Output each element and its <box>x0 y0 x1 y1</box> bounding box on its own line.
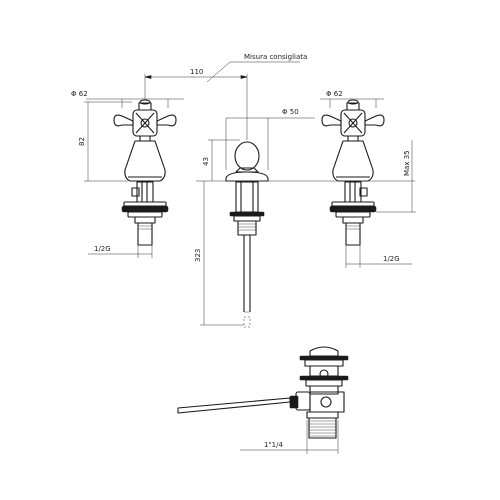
left-thread-label: 1/2G <box>94 245 111 253</box>
right-diameter-label: Φ 62 <box>326 90 343 98</box>
right-tap <box>321 99 385 246</box>
rod-length-label: 323 <box>194 249 202 262</box>
center-popup-control <box>225 141 269 328</box>
center-height-label: 43 <box>202 157 210 166</box>
left-diameter-label: Φ 62 <box>71 90 88 98</box>
spacing-label: 110 <box>190 68 203 76</box>
dimension-lines <box>84 61 416 454</box>
center-diameter-label: Φ 50 <box>282 108 299 116</box>
recommended-note: Misura consigliata <box>244 53 307 61</box>
left-height-label: 82 <box>78 137 86 146</box>
popup-waste <box>177 346 349 439</box>
left-tap <box>113 99 177 246</box>
max-thickness-label: Max 35 <box>403 150 411 176</box>
drain-thread-label: 1"1/4 <box>264 441 283 449</box>
right-thread-label: 1/2G <box>383 255 400 263</box>
